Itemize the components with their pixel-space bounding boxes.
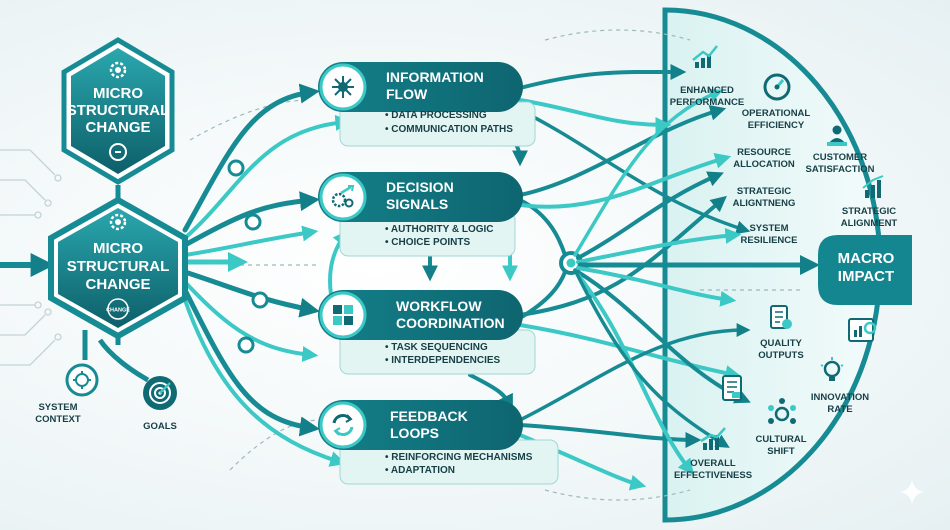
main-hex-line-3: CHANGE xyxy=(85,276,150,293)
outcome-line-2: ALIGNMENT xyxy=(841,218,898,229)
outcome-resource-allocation: RESOURCE ALLOCATION xyxy=(733,147,795,170)
change-badge-text: CHANGE xyxy=(106,308,130,314)
circuit-decoration xyxy=(0,149,62,366)
mechanism-title-1: INFORMATION xyxy=(386,69,484,85)
quality-doc-icon xyxy=(770,305,792,329)
outcome-quality-outputs: QUALITY OUTPUTS xyxy=(758,305,804,361)
outcome-line-2: RATE xyxy=(827,404,852,415)
outcome-operational-efficiency: OPERATIONAL EFFICIENCY xyxy=(742,73,811,131)
outcome-line-1: RESOURCE xyxy=(737,147,791,158)
mechanism-title-2: LOOPS xyxy=(390,425,439,441)
macro-impact-badge: MACRO IMPACT xyxy=(818,235,912,305)
outcome-line-2: RESILIENCE xyxy=(740,235,797,246)
bar-chart-icon xyxy=(862,175,884,198)
macro-line-2: IMPACT xyxy=(838,268,894,285)
trend-chart-icon xyxy=(700,427,726,450)
outcome-line-2: ALIGNTNENG xyxy=(733,198,796,209)
outcome-customer-satisfaction: CUSTOMER SATISFACTION xyxy=(806,125,875,175)
outcome-line-1: CUSTOMER xyxy=(813,152,867,163)
mechanism-bullet-2: • CHOICE POINTS xyxy=(385,237,471,248)
customer-icon xyxy=(827,125,847,146)
outcome-overall-effectiveness: OVERALL EFFECTIVENESS xyxy=(674,427,752,481)
top-hex-line-2: STRUCTURAL xyxy=(67,102,170,119)
outcome-strategic-alignment: STRATEGIC ALIGNMENT xyxy=(841,175,898,229)
mechanism-bullet-2: • ADAPTATION xyxy=(385,465,455,476)
mechanism-title-2: SIGNALS xyxy=(386,196,448,212)
outcome-line-1: QUALITY xyxy=(760,338,802,349)
outcome-line-1: INNOVATION xyxy=(811,392,869,403)
outcome-line-1: STRATEGIC xyxy=(737,186,791,197)
input-label-line-2: CONTEXT xyxy=(35,414,81,425)
lightbulb-icon xyxy=(820,357,844,381)
growth-chart-icon xyxy=(692,45,718,68)
outcome-line-2: EFFICIENCY xyxy=(748,120,805,131)
target-icon xyxy=(143,376,177,410)
mechanism-bullet-1: • AUTHORITY & LOGIC xyxy=(385,224,494,235)
mechanism-information-flow: INFORMATION FLOW • DATA PROCESSING • COM… xyxy=(318,62,536,147)
outcome-line-2: PERFORMANCE xyxy=(670,97,744,108)
outcome-document xyxy=(722,375,742,401)
outcome-line-2: EFFECTIVENESS xyxy=(674,470,752,481)
mechanism-title-1: DECISION xyxy=(386,179,454,195)
outcome-system-resilience: SYSTEM RESILIENCE xyxy=(740,223,797,246)
mechanism-title-2: COORDINATION xyxy=(396,315,505,331)
outcome-line-2: SATISFACTION xyxy=(806,164,875,175)
mechanism-workflow-coordination: WORKFLOW COORDINATION • TASK SEQUENCING … xyxy=(318,290,536,375)
mechanism-bullet-2: • COMMUNICATION PATHS xyxy=(385,124,513,135)
outcome-line-1: ENHANCED xyxy=(680,85,734,96)
outcome-line-2: ALLOCATION xyxy=(733,159,795,170)
outcome-cultural-shift: CULTURAL SHIFT xyxy=(755,398,807,457)
gear-icon xyxy=(109,213,127,231)
sparkle-icon xyxy=(900,480,924,504)
document-icon xyxy=(722,375,742,401)
input-flows xyxy=(182,83,352,467)
main-hex-line-2: STRUCTURAL xyxy=(67,258,170,275)
mechanism-feedback-loops: FEEDBACK LOOPS • REINFORCING MECHANISMS … xyxy=(318,400,559,485)
people-network-icon xyxy=(768,398,796,424)
mechanism-decision-signals: DECISION SIGNALS • AUTHORITY & LOGIC • C… xyxy=(318,172,523,257)
outcome-line-1: SYSTEM xyxy=(749,223,788,234)
mechanism-bullet-1: • TASK SEQUENCING xyxy=(385,342,488,353)
mechanism-title-1: WORKFLOW xyxy=(396,298,482,314)
main-hexagon: MICRO STRUCTURAL CHANGE CHANGE xyxy=(48,196,188,340)
top-hex-line-3: CHANGE xyxy=(85,119,150,136)
outcome-line-2: SHIFT xyxy=(767,446,795,457)
hub-node-core xyxy=(566,258,576,268)
main-hex-line-1: MICRO xyxy=(93,240,143,257)
input-system-context: SYSTEM CONTEXT xyxy=(35,363,99,425)
gear-icon xyxy=(109,61,127,79)
input-goals: GOALS xyxy=(143,376,177,432)
settings-chart-icon xyxy=(848,318,877,342)
flow-nodes xyxy=(227,159,269,354)
mechanism-bullet-1: • DATA PROCESSING xyxy=(385,110,487,121)
outcome-innovation-rate: INNOVATION RATE xyxy=(811,357,869,415)
cycle-icon xyxy=(332,414,354,436)
puzzle-icon xyxy=(333,305,353,325)
mechanism-bullet-1: • REINFORCING MECHANISMS xyxy=(385,452,533,463)
outcome-settings-chart xyxy=(848,318,877,342)
gauge-icon xyxy=(763,73,791,101)
outcome-enhanced-performance: ENHANCED PERFORMANCE xyxy=(670,45,744,108)
mechanism-title-2: FLOW xyxy=(386,86,428,102)
change-badge: CHANGE xyxy=(106,298,130,320)
outcome-line-1: OPERATIONAL xyxy=(742,108,811,119)
outcome-line-1: STRATEGIC xyxy=(842,206,896,217)
input-label-line-1: GOALS xyxy=(143,421,177,432)
top-hexagon: MICRO STRUCTURAL CHANGE xyxy=(61,37,175,185)
circuit-icon xyxy=(65,363,99,397)
macro-line-1: MACRO xyxy=(838,250,895,267)
outcome-strategic-aligntneng: STRATEGIC ALIGNTNENG xyxy=(733,186,796,209)
mechanism-title-1: FEEDBACK xyxy=(390,408,468,424)
refresh-icon xyxy=(109,143,127,161)
outcome-line-2: OUTPUTS xyxy=(758,350,803,361)
mechanism-bullet-2: • INTERDEPENDENCIES xyxy=(385,355,501,366)
network-icon xyxy=(332,76,354,98)
outcome-line-1: OVERALL xyxy=(690,458,736,469)
outcome-line-1: CULTURAL xyxy=(755,434,806,445)
top-hex-line-1: MICRO xyxy=(93,85,143,102)
gears-arrow-icon xyxy=(331,185,355,208)
input-label-line-1: SYSTEM xyxy=(38,402,77,413)
